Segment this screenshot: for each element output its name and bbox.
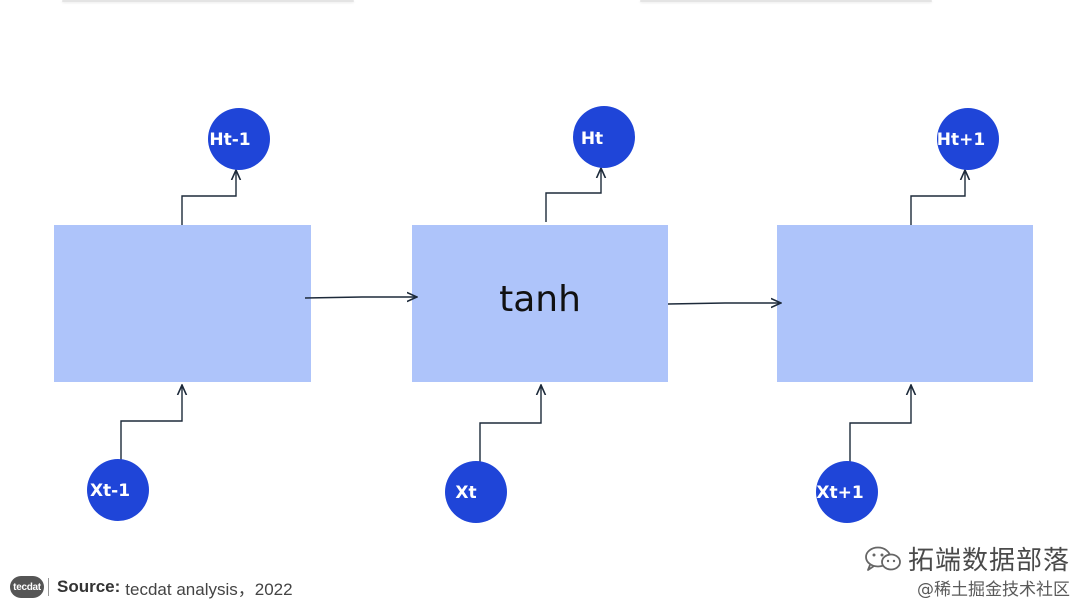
cell-label-tanh: tanh bbox=[499, 279, 581, 320]
node-ht-minus-1: Ht-1 bbox=[208, 108, 270, 170]
node-xt-plus-1-label: Xt+1 bbox=[816, 483, 863, 503]
arrow-cell2-to-cell3 bbox=[667, 303, 781, 304]
arrow-xt-to-cell2 bbox=[479, 385, 541, 463]
node-ht: Ht bbox=[573, 106, 635, 168]
arrow-xt-minus-1-to-cell1 bbox=[120, 385, 182, 463]
cell-t-plus-1 bbox=[777, 225, 1033, 382]
top-edge-bar-left bbox=[62, 0, 354, 2]
cell-t: tanh bbox=[412, 225, 668, 382]
node-ht-plus-1: Ht+1 bbox=[937, 108, 999, 170]
cell-t-minus-1 bbox=[54, 225, 311, 382]
node-xt-minus-1-label: Xt-1 bbox=[90, 481, 130, 501]
node-xt-plus-1: Xt+1 bbox=[816, 461, 878, 523]
source-text: tecdat analysis，2022 bbox=[125, 579, 293, 599]
node-ht-minus-1-label: Ht-1 bbox=[209, 130, 250, 150]
arrow-cell3-to-ht-plus-1 bbox=[910, 170, 965, 225]
watermark: 拓端数据部落 @稀土掘金技术社区 bbox=[864, 540, 1070, 600]
arrow-cell1-to-ht-minus-1 bbox=[181, 170, 236, 225]
arrow-cell2-to-ht bbox=[545, 168, 601, 222]
wechat-icon bbox=[865, 546, 901, 571]
node-ht-plus-1-label: Ht+1 bbox=[937, 130, 985, 150]
watermark-main-text: 拓端数据部落 bbox=[907, 546, 1070, 576]
source-label: Source: bbox=[57, 577, 121, 596]
arrow-cell1-to-cell2 bbox=[304, 297, 417, 298]
source-footer: tecdat Source: tecdat analysis，2022 bbox=[10, 574, 293, 600]
arrow-xt-plus-1-to-cell3 bbox=[849, 385, 911, 463]
top-edge-bar-right bbox=[640, 0, 932, 2]
tecdat-logo: tecdat bbox=[10, 576, 44, 598]
node-xt: Xt bbox=[445, 461, 507, 523]
node-xt-minus-1: Xt-1 bbox=[87, 459, 149, 521]
node-ht-label: Ht bbox=[581, 129, 603, 149]
watermark-sub-text: @稀土掘金技术社区 bbox=[917, 580, 1070, 600]
node-xt-label: Xt bbox=[455, 483, 476, 503]
footer-divider bbox=[48, 578, 49, 596]
